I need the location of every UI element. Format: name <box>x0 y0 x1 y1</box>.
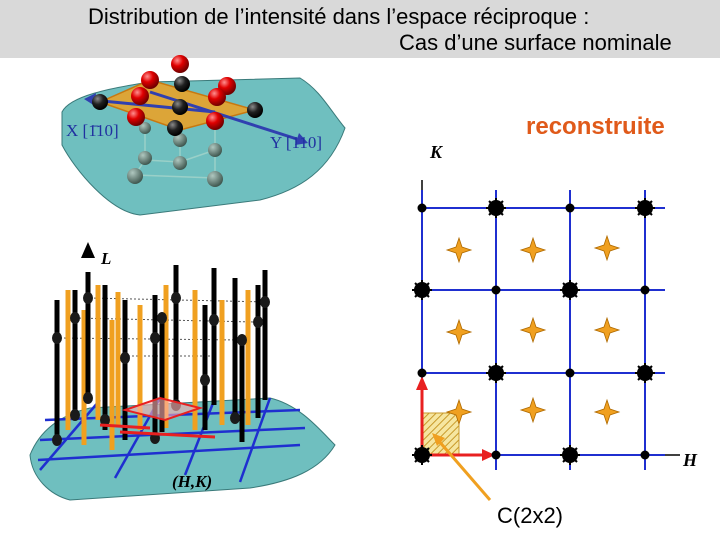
star-spot <box>519 236 547 264</box>
star-spot <box>519 396 547 424</box>
integer-spot <box>635 363 655 383</box>
red-atom <box>127 108 145 126</box>
surface-unit-cell-reciprocal <box>121 396 204 422</box>
red-atom <box>141 71 159 89</box>
subsurface-atom <box>127 168 143 184</box>
star-spot <box>519 316 547 344</box>
black-atom <box>172 99 188 115</box>
black-atom <box>167 120 183 136</box>
integer-spot <box>412 280 432 300</box>
star-spot <box>445 398 473 426</box>
integer-spot <box>412 445 432 465</box>
subsurface-atom <box>139 122 151 134</box>
l-axis-arrowhead <box>81 242 95 258</box>
red-axis-k <box>99 423 151 430</box>
reciprocal-lattice-panel: reconstruite K H C(2x2) <box>412 113 698 528</box>
small-spot <box>491 285 501 295</box>
subsurface-atom <box>173 133 187 147</box>
superstructure-spots <box>445 234 621 426</box>
x-axis-arrow <box>91 98 216 114</box>
black-atom <box>92 94 108 110</box>
y-axis-label: Y [110] <box>270 133 322 152</box>
h-axis-label: H <box>682 450 698 470</box>
star-spot <box>593 234 621 262</box>
star-spot <box>445 318 473 346</box>
star-spot <box>593 398 621 426</box>
slide-title-line-2: Cas d’une surface nominale <box>399 30 672 55</box>
x-axis-label: X [1̄10] <box>66 121 119 140</box>
c2x2-pointer <box>436 439 492 501</box>
small-spot <box>491 450 501 460</box>
k-axis-label: K <box>429 142 444 162</box>
integer-spots <box>412 198 655 465</box>
red-basis-k-head <box>416 376 428 390</box>
star-spot <box>445 236 473 264</box>
title-bar <box>0 0 720 58</box>
red-atom <box>131 87 149 105</box>
subsurface-atom <box>208 143 222 157</box>
small-spot <box>565 368 575 378</box>
red-axis-h <box>119 430 216 439</box>
small-spot <box>417 203 427 213</box>
integer-spot <box>560 445 580 465</box>
real-space-panel: X [1̄10] Y [110] <box>61 55 346 216</box>
integer-spot <box>560 280 580 300</box>
red-atom <box>171 55 189 73</box>
integer-spot <box>486 198 506 218</box>
small-spot <box>640 450 650 460</box>
reciprocal-grid <box>421 190 665 470</box>
y-axis-arrowhead <box>295 133 308 145</box>
red-atom <box>208 88 226 106</box>
black-atom <box>174 76 190 92</box>
l-axis-label: L <box>100 249 111 268</box>
subsurface-atom <box>138 151 152 165</box>
subsurface-atom <box>173 156 187 170</box>
reciprocal-rods-panel: L (H,K) <box>29 242 336 501</box>
star-spot <box>593 316 621 344</box>
integer-spot <box>635 198 655 218</box>
hk-plane-label: (H,K) <box>172 472 212 491</box>
subsurface-atom <box>207 171 223 187</box>
black-atom <box>247 102 263 118</box>
red-basis-h-head <box>482 449 495 461</box>
small-spot <box>417 368 427 378</box>
small-spots <box>417 203 650 460</box>
slide-title-line-1: Distribution de l’intensité dans l’espac… <box>88 4 590 29</box>
c2x2-cell-label: C(2x2) <box>497 503 563 528</box>
red-atom <box>206 112 224 130</box>
integer-spot <box>486 363 506 383</box>
small-spot <box>565 203 575 213</box>
y-axis-arrow <box>149 90 301 142</box>
small-spot <box>640 285 650 295</box>
c2x2-pointer-head <box>432 433 445 446</box>
integer-rods <box>54 265 268 442</box>
reconstruction-heading: reconstruite <box>526 113 665 140</box>
